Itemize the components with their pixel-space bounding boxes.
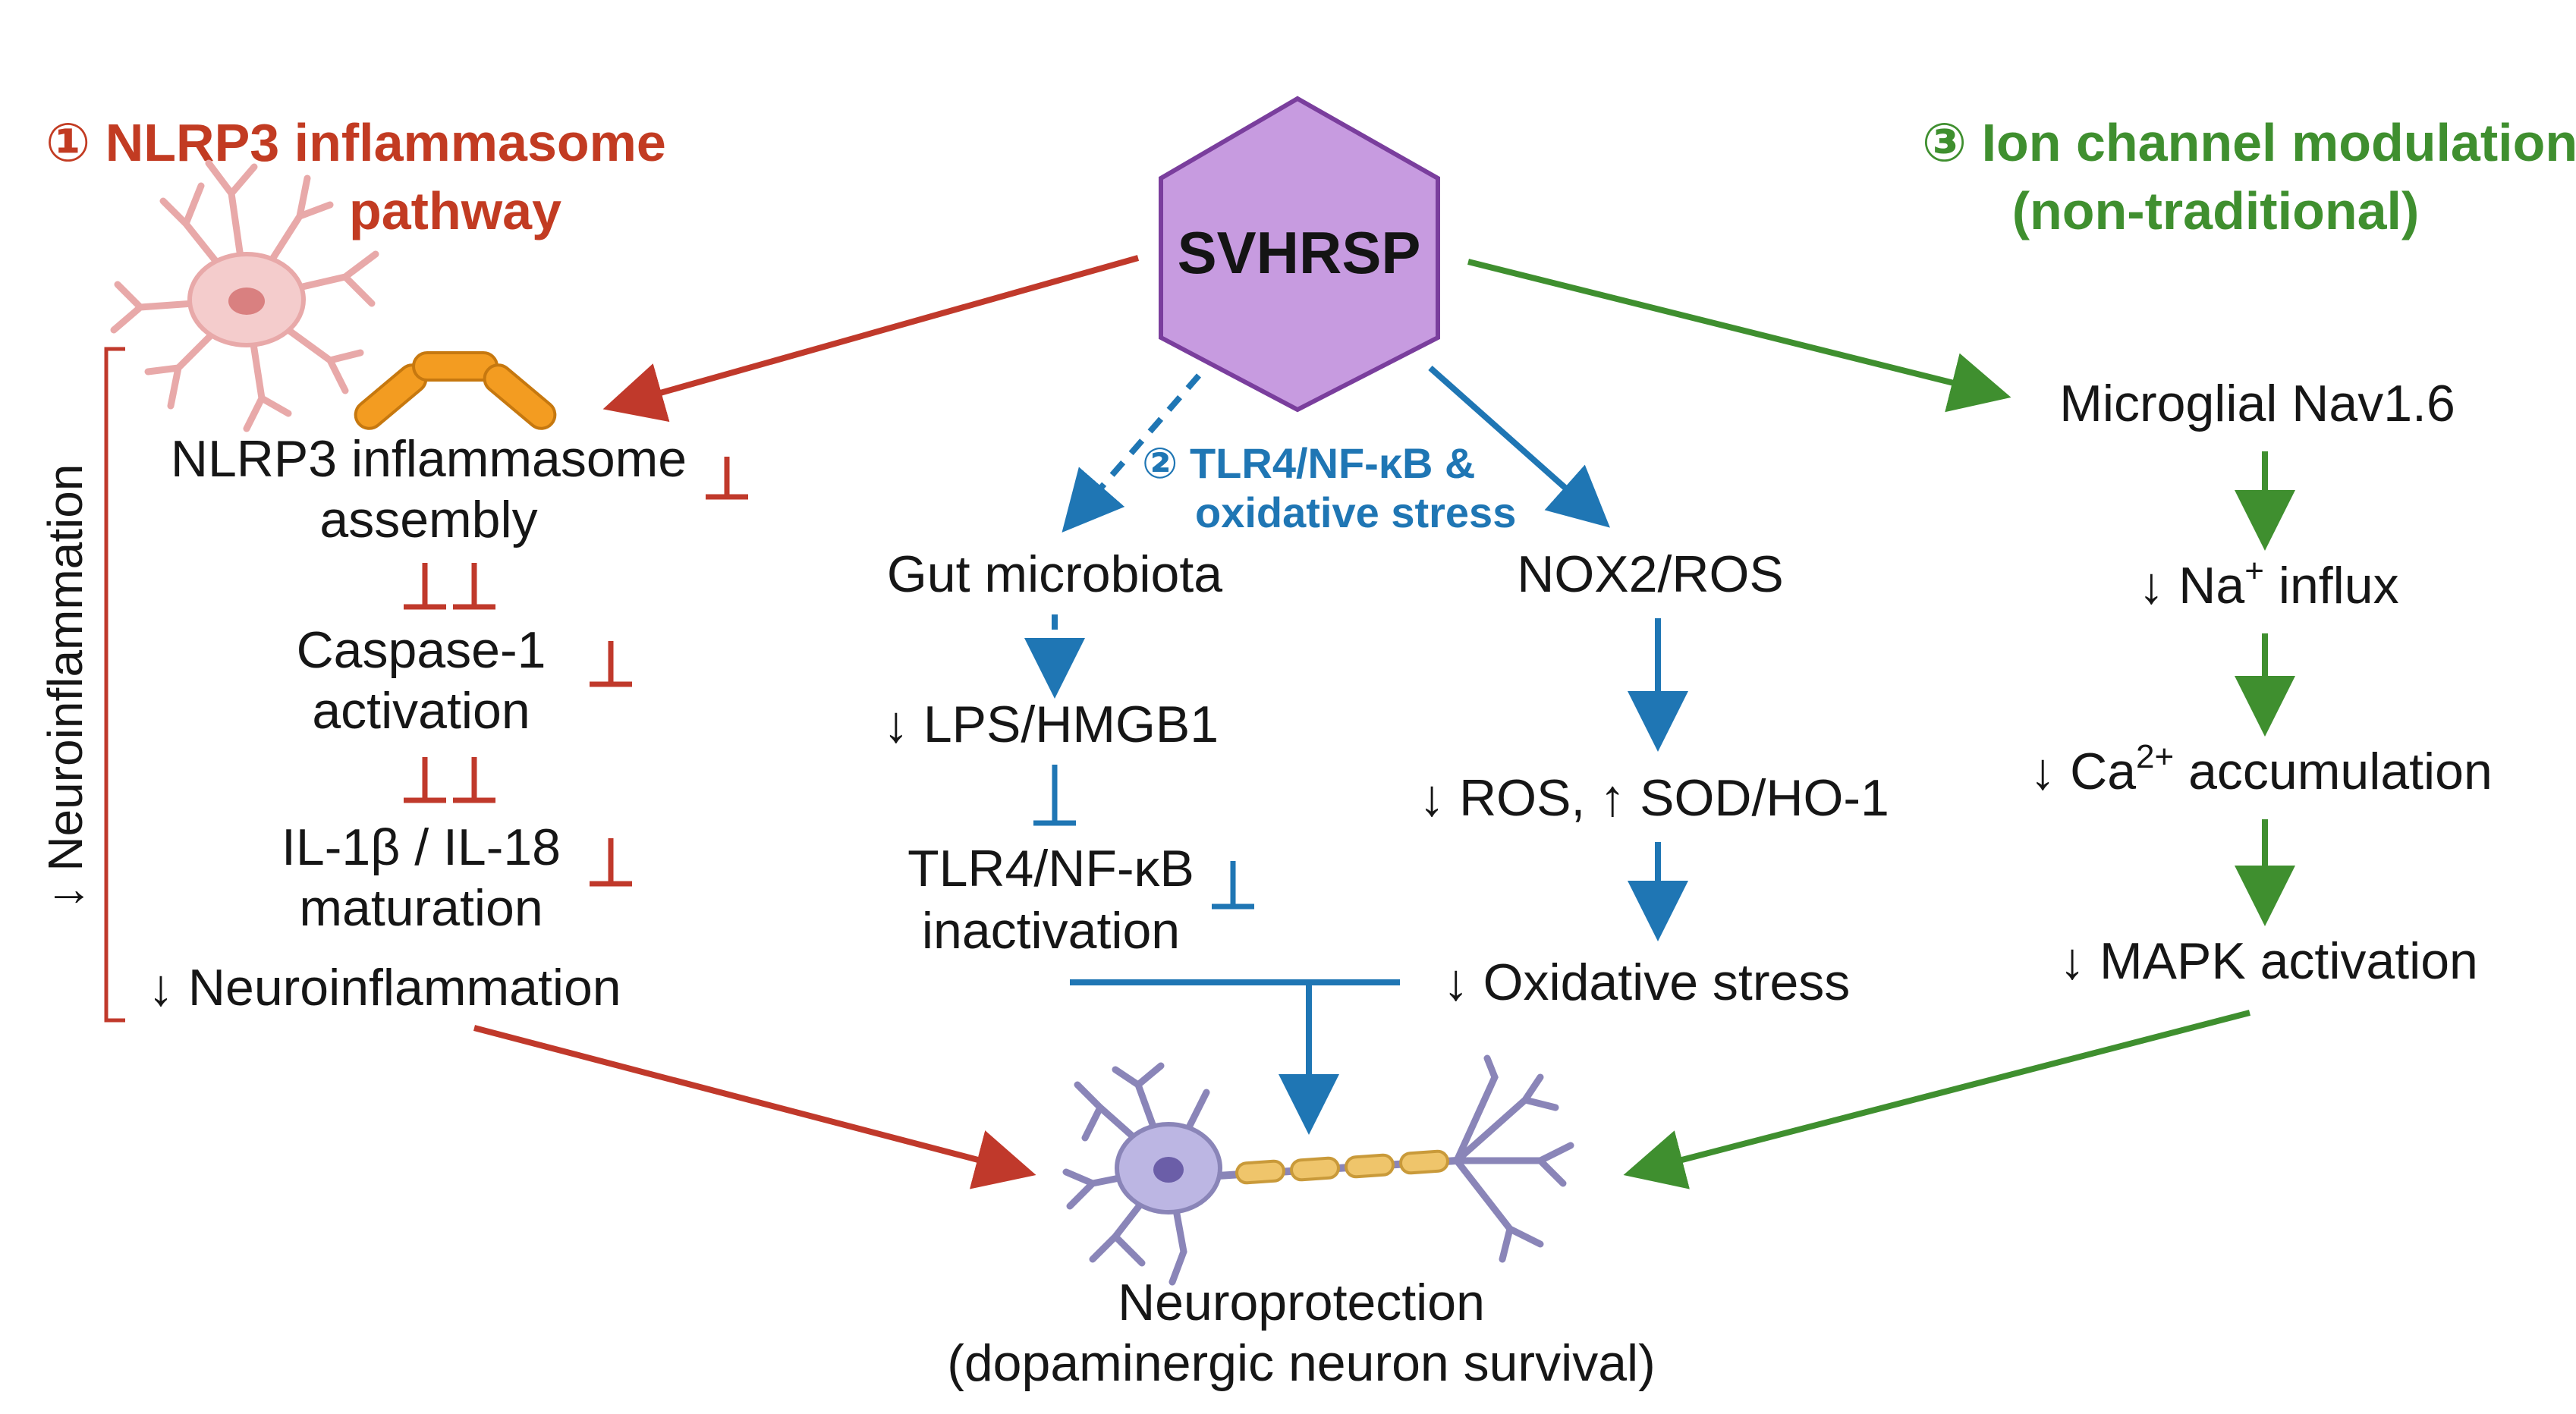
microglia-icon (110, 159, 379, 432)
arrow-neuroinflammation-to-outcome (473, 1025, 1036, 1189)
inhibit-double-symbol (404, 563, 495, 610)
microglial-nav16: Microglial Nav1.6 (2059, 375, 2455, 432)
caspase1-line2: activation (312, 682, 530, 740)
nox2-ros: NOX2/ROS (1517, 545, 1783, 603)
arrow-svhrsp-to-nox2 (1428, 366, 1610, 528)
il1b-line1: IL-1β / IL-18 (282, 819, 561, 876)
dashed-arrow-svhrsp-to-gut (1062, 373, 1202, 533)
outcome-line1: Neuroprotection (1118, 1274, 1485, 1331)
pathway-3: ③ Ion channel modulation (non-traditiona… (1467, 113, 2576, 1189)
side-label-neuroinflammation: ↓ Neuroinflammation (38, 464, 93, 910)
svhrsp-node: SVHRSP (1159, 96, 1440, 413)
na-influx: ↓ Na+ influx (2138, 552, 2398, 614)
lps-hmgb1: ↓ LPS/HMGB1 (883, 696, 1219, 753)
oxidative-stress: ↓ Oxidative stress (1443, 954, 1851, 1011)
arrow-svhrsp-to-nlrp3 (602, 255, 1140, 423)
pathway3-title-line1: ③ Ion channel modulation (1922, 113, 2576, 172)
arrow-mapk-to-outcome (1623, 1010, 2251, 1189)
gut-microbiota: Gut microbiota (887, 545, 1222, 603)
inhibit-symbol (590, 838, 632, 887)
svhrsp-label: SVHRSP (1178, 219, 1421, 286)
arrow-svhrsp-to-nav (1467, 259, 2011, 413)
outcome-line2: (dopaminergic neuron survival) (947, 1334, 1656, 1392)
inhibit-symbol (706, 457, 748, 500)
mapk-activation: ↓ MAPK activation (2059, 932, 2478, 990)
nlrp3-assembly-line2: assembly (319, 491, 537, 548)
inhibit-symbol (590, 641, 632, 687)
neuroinflammation-result: ↓ Neuroinflammation (148, 959, 621, 1017)
ca-accumulation: ↓ Ca2+ accumulation (2030, 738, 2493, 800)
inhibit-symbol (1033, 765, 1076, 826)
tlr4-line1: TLR4/NF-κB (907, 840, 1194, 897)
nlrp3-assembly-line1: NLRP3 inflammasome (171, 430, 687, 488)
inhibit-double-symbol (404, 757, 495, 803)
pathway2-title-line2: oxidative stress (1195, 489, 1516, 536)
pathway2-title-line1: ② TLR4/NF-κB & (1142, 439, 1476, 487)
tlr4-line2: inactivation (922, 902, 1180, 960)
il1b-line2: maturation (299, 879, 543, 937)
caspase1-line1: Caspase-1 (297, 621, 546, 679)
neuron-icon (1062, 1054, 1574, 1286)
inflammasome-icon (354, 351, 557, 430)
pathway-2: ② TLR4/NF-κB & oxidative stress Gut micr… (883, 366, 1889, 1135)
pathway-1: ① NLRP3 inflammasome pathway (38, 113, 1140, 1189)
pathway1-title-line1: ① NLRP3 inflammasome (46, 113, 666, 172)
inhibit-symbol (1212, 861, 1254, 910)
neuroinflammation-bracket (104, 347, 125, 1023)
ros-sod: ↓ ROS, ↑ SOD/HO-1 (1419, 769, 1889, 827)
pathway1-title-line2: pathway (349, 181, 561, 240)
hexagon-shape (1159, 96, 1440, 413)
pathway3-title-line2: (non-traditional) (2012, 181, 2420, 240)
